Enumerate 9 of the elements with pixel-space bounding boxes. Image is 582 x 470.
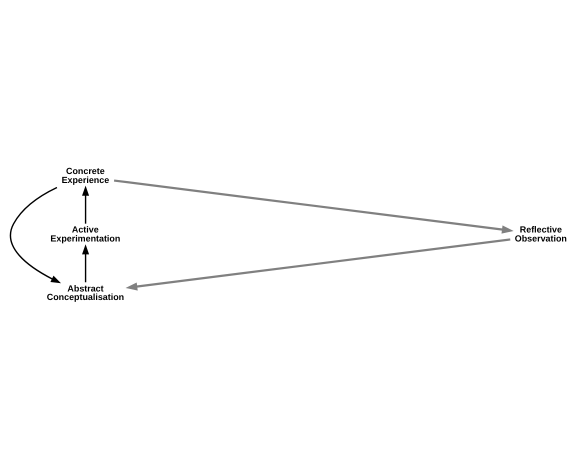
- arrow: [82, 244, 90, 282]
- arrow: [114, 179, 514, 234]
- node-text: Abstract Conceptualisation: [46, 283, 124, 302]
- node-text: Concrete Experience: [62, 166, 110, 185]
- arrow: [10, 186, 61, 284]
- arrow: [82, 186, 90, 224]
- node-text: Reflective Observation: [514, 224, 567, 244]
- arrow: [126, 238, 510, 291]
- node-text: Active Experimentation: [50, 224, 120, 244]
